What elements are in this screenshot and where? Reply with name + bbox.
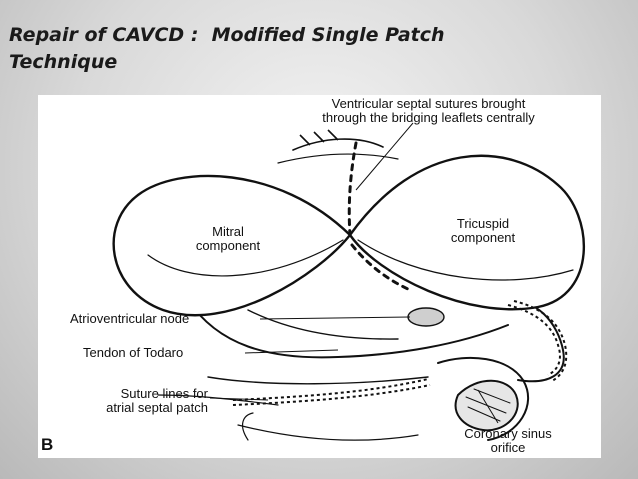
av-node — [407, 307, 445, 327]
suture-lines-label: Suture lines for atrial septal patch — [106, 386, 208, 415]
tendon-curve — [247, 309, 399, 340]
slide-title: Repair of CAVCD : Modified Single Patch … — [9, 22, 609, 76]
panel-letter: B — [41, 435, 54, 454]
heart-diagram: Ventricular septal sutures brought throu… — [38, 95, 601, 458]
coronary-sinus-label: Coronary sinus orifice — [464, 426, 552, 455]
vsd-sutures-label: Ventricular septal sutures brought throu… — [322, 96, 535, 125]
heart-illustration — [112, 122, 585, 441]
atrial-patch-suture-lines — [232, 129, 568, 406]
atrial-floor — [207, 376, 429, 385]
mitral-component-label: Mitral component — [195, 224, 261, 253]
tendon-of-todaro-label: Tendon of Todaro — [83, 345, 184, 360]
septal-sutures — [347, 141, 412, 292]
leader-lines — [209, 122, 499, 424]
av-node-label: Atrioventricular node — [70, 311, 190, 326]
tricuspid-component-label: Tricuspid component — [450, 216, 516, 245]
title-line-1: Repair of CAVCD : Modified Single Patch — [9, 24, 445, 46]
right-atrial-wall — [497, 298, 565, 383]
title-line-2: Technique — [9, 51, 118, 73]
atrial-wall-outline — [187, 299, 509, 359]
